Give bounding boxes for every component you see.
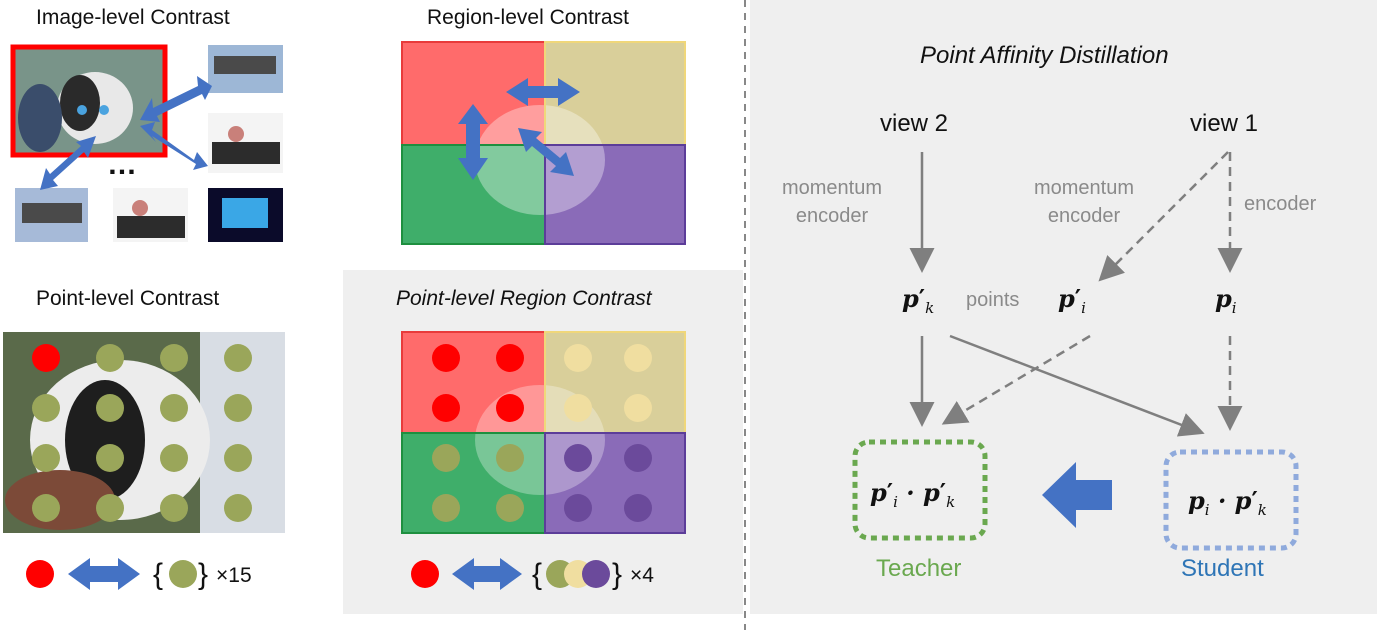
- region-point-dot: [496, 494, 524, 522]
- region-arrow-v: [458, 104, 488, 180]
- momentum-encoder-left: momentum encoder: [781, 177, 883, 227]
- pl-legend-olive-dot: [169, 560, 197, 588]
- point-dot: [32, 344, 60, 372]
- region-purple: [544, 144, 686, 245]
- pad-title: Point Affinity Distillation: [920, 42, 1169, 69]
- region-point-dot: [624, 494, 652, 522]
- region-point-dot: [564, 494, 592, 522]
- region-point-dot: [564, 444, 592, 472]
- arrow-piprime-teacher: [941, 334, 1091, 425]
- points-label: points: [966, 289, 1020, 311]
- pk-prime: p′k: [902, 284, 935, 317]
- teacher-label: Teacher: [876, 555, 962, 582]
- pi: pi: [1215, 284, 1237, 317]
- teacher-box: [852, 439, 988, 541]
- point-region-title: Point-level Region Contrast: [396, 287, 652, 310]
- region-point-dot: [496, 444, 524, 472]
- point-dot: [224, 494, 252, 522]
- encoder-label: encoder: [1244, 193, 1317, 215]
- point-dot: [160, 394, 188, 422]
- point-dot: [96, 344, 124, 372]
- image-arrow-left: [40, 136, 96, 190]
- pad-arrows: [852, 151, 1299, 551]
- region-arrow-d: [518, 128, 574, 176]
- thumb-top-right: [208, 45, 283, 93]
- point-region-figure: { }: [401, 331, 686, 591]
- plr-legend-brace-left: {: [532, 558, 542, 591]
- image-level-title: Image-level Contrast: [36, 6, 230, 29]
- pl-legend-red-dot: [26, 560, 54, 588]
- plr-legend-purple-dot: [582, 560, 610, 588]
- image-level-ellipsis: …: [107, 148, 137, 181]
- point-dot: [160, 444, 188, 472]
- student-box: [1163, 449, 1299, 551]
- region-level-figure: [401, 41, 686, 245]
- region-point-dot: [432, 444, 460, 472]
- thumb-bottom-left: [15, 188, 88, 242]
- point-dot: [96, 494, 124, 522]
- region-point-dot: [564, 394, 592, 422]
- image-arrow-mid: [140, 122, 208, 170]
- plr-legend-red-dot: [411, 560, 439, 588]
- thumb-mid-right: [208, 113, 283, 173]
- point-level-title: Point-level Contrast: [36, 287, 220, 310]
- point-dot: [96, 444, 124, 472]
- husky-main-image: [13, 47, 165, 155]
- point-dot: [224, 444, 252, 472]
- point-dot: [160, 344, 188, 372]
- arrow-pk-student: [949, 334, 1205, 437]
- student-expr: pi · p′k: [1188, 486, 1267, 519]
- plr-legend-arrow: [452, 558, 522, 590]
- student-to-teacher-arrow: [1042, 462, 1112, 528]
- point-dot: [32, 494, 60, 522]
- point-dot: [32, 444, 60, 472]
- student-label: Student: [1181, 555, 1264, 582]
- region-point-dot: [496, 394, 524, 422]
- view1-label: view 1: [1190, 110, 1259, 137]
- region-point-dot: [624, 394, 652, 422]
- point-dot: [96, 394, 124, 422]
- point-region-multiplier: ×4: [630, 564, 654, 587]
- plr-legend-brace-right: }: [612, 558, 622, 591]
- image-level-figure: [10, 44, 283, 242]
- teacher-expr: p′i · p′k: [870, 478, 956, 511]
- region-point-dot: [432, 344, 460, 372]
- region-point-dot: [432, 494, 460, 522]
- pl-legend-arrow: [68, 558, 140, 590]
- point-dot: [160, 494, 188, 522]
- pl-legend-brace-right: }: [198, 558, 208, 591]
- region-level-title: Region-level Contrast: [427, 6, 629, 29]
- point-dot: [224, 394, 252, 422]
- point-dot: [32, 394, 60, 422]
- region-point-dot: [496, 344, 524, 372]
- view2-label: view 2: [880, 110, 949, 137]
- divider-line: [744, 0, 746, 630]
- pi-prime: p′i: [1058, 284, 1086, 317]
- thumb-bottom-mid: [113, 188, 188, 242]
- pl-legend-brace-left: {: [153, 558, 163, 591]
- region-point-dot: [432, 394, 460, 422]
- thumb-bottom-right: [208, 188, 283, 242]
- region-point-dot: [624, 344, 652, 372]
- image-arrow-top: [140, 76, 212, 122]
- momentum-encoder-mid: momentum encoder: [1033, 177, 1135, 227]
- point-dot: [224, 344, 252, 372]
- point-level-multiplier: ×15: [216, 564, 252, 587]
- region-arrow-h: [506, 78, 580, 106]
- region-point-dot: [564, 344, 592, 372]
- region-point-dot: [624, 444, 652, 472]
- point-level-figure: { }: [3, 332, 285, 591]
- arrow-view1-piprime: [1098, 151, 1229, 282]
